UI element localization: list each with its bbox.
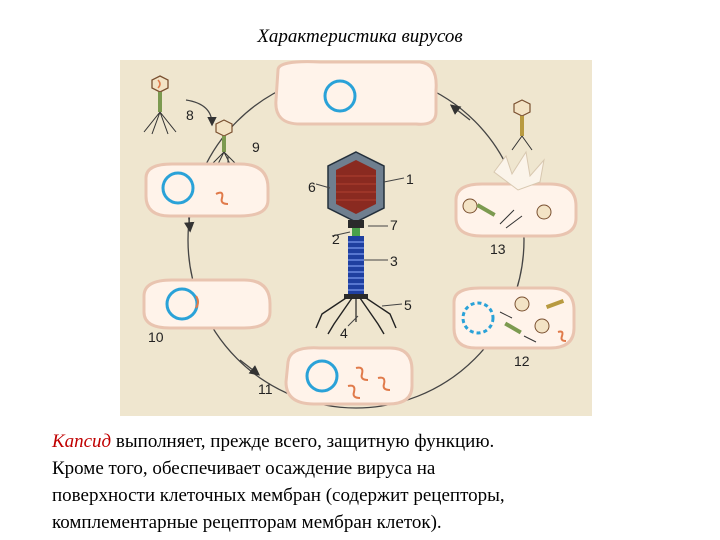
caption-line-3: поверхности клеточных мембран (содержит … bbox=[52, 485, 505, 506]
label-4: 4 bbox=[340, 325, 348, 341]
label-9: 9 bbox=[252, 139, 260, 155]
cell-right-lower bbox=[452, 286, 576, 350]
label-5: 5 bbox=[404, 297, 412, 313]
cycle-arrow-bottom-left bbox=[239, 359, 261, 376]
cycle-arrow-top-right bbox=[449, 104, 471, 121]
bacterial-dna-ring bbox=[161, 171, 195, 205]
cell-bottom bbox=[284, 346, 414, 406]
tail-part bbox=[545, 299, 565, 309]
label-6: 6 bbox=[308, 179, 316, 195]
tail-part bbox=[504, 321, 522, 335]
page-title: Характеристика вирусов bbox=[257, 26, 463, 47]
cell-right-upper bbox=[454, 150, 578, 238]
released-phage bbox=[536, 204, 552, 220]
arrow-8 bbox=[185, 99, 217, 127]
label-7: 7 bbox=[390, 217, 398, 233]
phage-small-escaping bbox=[511, 99, 533, 151]
collar bbox=[348, 220, 364, 228]
bacteriophage-structure bbox=[315, 151, 397, 335]
cell-left-upper bbox=[144, 162, 270, 218]
tail-sheath bbox=[348, 236, 364, 294]
label-8: 8 bbox=[186, 107, 194, 123]
base-plate bbox=[344, 294, 368, 299]
tail-core bbox=[352, 228, 360, 236]
caption-line-4: комплементарные рецепторам мембран клето… bbox=[52, 512, 442, 533]
caption-line-1-rest: выполняет, прежде всего, защитную функци… bbox=[111, 431, 495, 452]
caption-term: Капсид bbox=[52, 431, 112, 452]
caption-text: Капсид выполняет, прежде всего, защитную… bbox=[52, 428, 692, 536]
label-10: 10 bbox=[148, 329, 164, 345]
cell-top bbox=[274, 60, 438, 126]
phage-small-9 bbox=[211, 119, 237, 165]
label-3: 3 bbox=[390, 253, 398, 269]
viral-dna-inserted bbox=[195, 295, 199, 309]
viral-dna bbox=[557, 330, 567, 342]
broken-dna-ring bbox=[461, 301, 495, 335]
phage-small-8 bbox=[143, 75, 177, 135]
bacterial-dna-ring bbox=[305, 359, 339, 393]
label-1: 1 bbox=[406, 171, 414, 187]
tail-fibers bbox=[315, 297, 397, 335]
label-11: 11 bbox=[258, 381, 273, 397]
lysis-burst bbox=[493, 150, 545, 191]
caption-line-1: Капсид выполняет, прежде всего, защитную… bbox=[52, 428, 692, 455]
label-2: 2 bbox=[332, 231, 340, 247]
bacterial-dna-ring bbox=[323, 79, 357, 113]
viral-dna bbox=[215, 191, 229, 205]
cell-left-lower bbox=[142, 278, 272, 330]
phage-life-cycle-diagram: 8 9 10 11 12 bbox=[120, 60, 592, 416]
label-12: 12 bbox=[514, 353, 530, 369]
viral-dna bbox=[347, 384, 361, 399]
caption-line-2: Кроме того, обеспечивает осаждение вирус… bbox=[52, 458, 436, 479]
capsid-dna bbox=[336, 160, 376, 214]
released-phage bbox=[462, 198, 478, 214]
capsid-part bbox=[534, 318, 550, 334]
viral-dna bbox=[377, 376, 391, 391]
capsid-part bbox=[514, 296, 530, 312]
label-13: 13 bbox=[490, 241, 506, 257]
viral-dna bbox=[355, 366, 369, 381]
